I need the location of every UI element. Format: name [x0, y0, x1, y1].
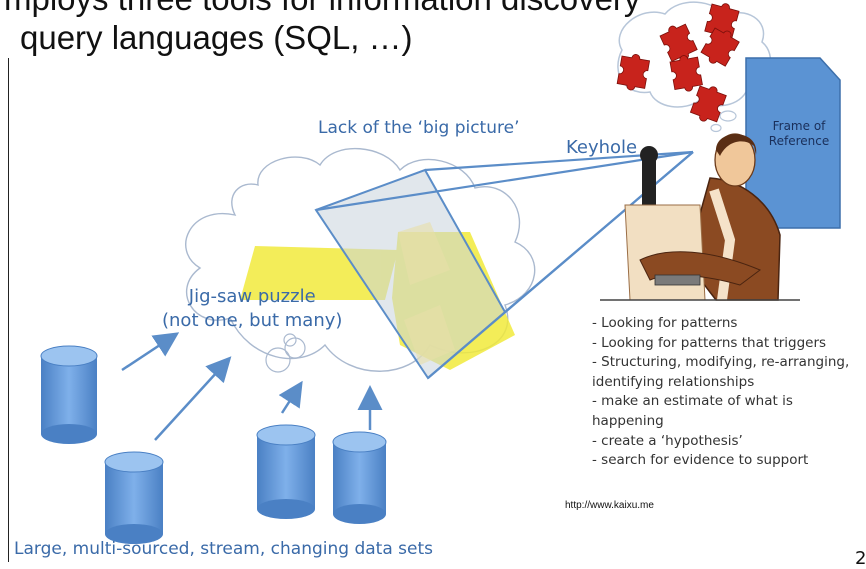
puzzle-pieces-group [616, 3, 740, 123]
notes-list: - Looking for patterns - Looking for pat… [592, 314, 849, 471]
puzzle-piece-icon [659, 23, 698, 62]
note-item: - Looking for patterns that triggers [592, 334, 827, 351]
slide-title-line-1: mploys three tools for information disco… [4, 0, 640, 15]
left-border [8, 58, 9, 562]
person-at-desk-icon [600, 133, 800, 301]
puzzle-piece-icon [700, 27, 740, 67]
slide-title-line-2: query languages (SQL, …) [20, 19, 413, 56]
keyhole-icon [640, 146, 658, 208]
frame-of-reference-label: Frame of Reference [749, 119, 849, 149]
puzzle-piece-icon [616, 54, 651, 91]
puzzle-piece-icon [669, 55, 703, 92]
frame-line-1: Frame of [772, 119, 826, 133]
note-item: - make an estimate of what is [592, 393, 793, 410]
note-item: - Looking for patterns [592, 315, 738, 331]
note-item: - search for evidence to support [592, 452, 809, 469]
note-item: - create a ‘hypothesis’ [592, 432, 743, 449]
note-item: happening [592, 412, 664, 429]
frame-line-2: Reference [768, 134, 830, 148]
arrows [121, 332, 383, 441]
database-icon [104, 451, 164, 544]
note-item: - Structuring, modifying, re-arranging, [592, 354, 850, 371]
jigsaw-label: Jig-saw puzzle (not one, but many) [162, 285, 342, 333]
source-url: http://www.kaixu.me [565, 500, 654, 511]
big-picture-label: Lack of the ‘big picture’ [318, 118, 520, 138]
database-icon [40, 345, 98, 444]
keyhole-label: Keyhole [566, 137, 638, 158]
puzzle-piece-icon [689, 85, 727, 123]
datasets-caption: Large, multi-sourced, stream, changing d… [14, 539, 433, 559]
page-number: 2 [855, 548, 866, 569]
jigsaw-line-1: Jig-saw puzzle [188, 286, 316, 307]
jigsaw-line-2: (not one, but many) [162, 310, 343, 331]
database-icon [332, 431, 387, 524]
database-icon [256, 424, 316, 519]
note-item: identifying relationships [592, 373, 755, 390]
